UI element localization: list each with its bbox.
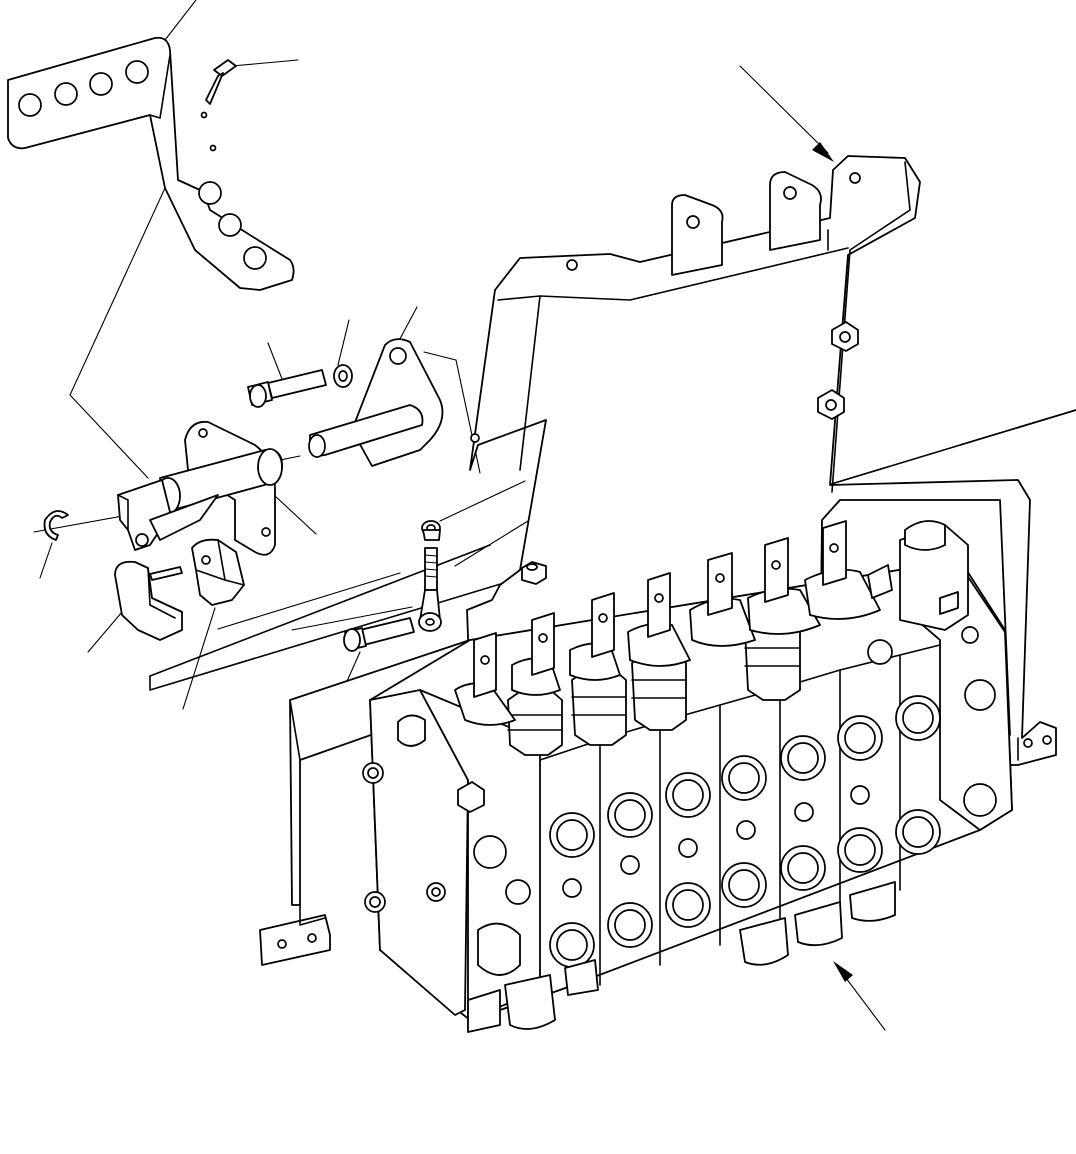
clevis — [192, 540, 244, 605]
upper-ports — [550, 696, 940, 857]
pedal-plate — [8, 38, 294, 290]
bottom-fittings — [468, 882, 895, 1032]
pin — [150, 567, 182, 580]
control-valve-block — [363, 521, 1012, 1032]
circlip — [44, 511, 68, 540]
lower-ports — [550, 810, 940, 967]
pedal-screw — [206, 60, 236, 104]
spool-stems — [455, 521, 968, 725]
pivot-bracket — [309, 339, 442, 466]
pedal-cover — [115, 562, 182, 640]
tie-rod — [419, 521, 441, 631]
nut — [522, 562, 546, 584]
middle-holes — [563, 786, 869, 897]
spool-caps — [508, 618, 800, 755]
top-bolt — [248, 365, 352, 407]
lower-bolt — [344, 618, 414, 651]
pivot-shaft-assembly — [118, 422, 282, 555]
